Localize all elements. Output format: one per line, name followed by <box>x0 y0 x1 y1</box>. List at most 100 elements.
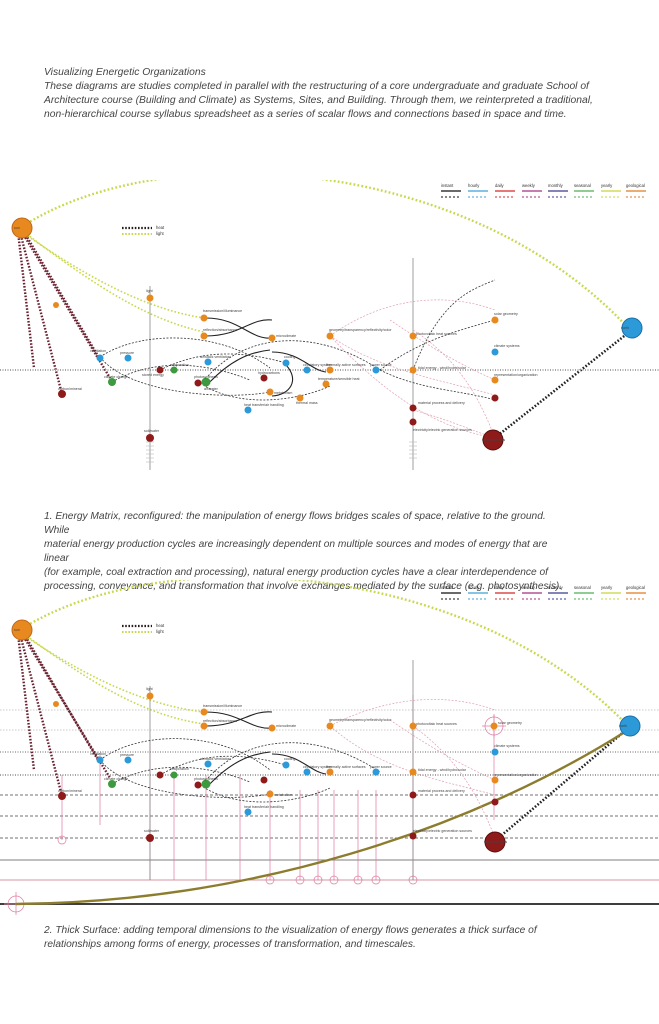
caption1-line-1: 1. Energy Matrix, reconfigured: the mani… <box>44 511 546 536</box>
node2-label-climate-systems: climate systems <box>494 744 520 748</box>
legend2-yearly: yearly <box>601 585 613 590</box>
node-label-reflection: reflection/absorbance <box>203 328 237 332</box>
time-layers <box>0 709 659 905</box>
reflection-node <box>200 332 208 340</box>
thermal-active-node <box>326 366 334 374</box>
caption-thick-surface: 2. Thick Surface: adding temporal dimens… <box>44 924 564 952</box>
node-label-light: light <box>146 289 153 293</box>
pink-connections-2 <box>329 699 496 839</box>
legend-light: light <box>156 231 165 236</box>
heat-transfer-node-2 <box>244 808 252 816</box>
stored-energy-node <box>156 366 164 374</box>
pink-crosshairs <box>4 714 506 915</box>
heat-rays <box>16 231 112 395</box>
elec-gen-node-2 <box>409 832 417 840</box>
circulatory-node-2 <box>303 768 311 776</box>
legend-instant: instant <box>441 183 454 188</box>
node-label-metabolism: metabolism <box>274 391 292 395</box>
light-ray-2 <box>23 633 205 725</box>
climate-systems-node-2 <box>491 748 499 756</box>
legend2-daily: daily <box>495 585 505 590</box>
node2-label-material-process: material process and delivery <box>418 789 465 793</box>
node2-label-microclimate: microclimate <box>276 724 296 728</box>
representation-node-2 <box>491 776 499 784</box>
node-label-thermal-active: thermally active surfaces <box>326 363 366 367</box>
climate-change-node <box>108 378 116 386</box>
connections <box>99 279 496 401</box>
intro-line-1: These diagrams are studies completed in … <box>44 81 589 92</box>
light-node <box>146 294 154 302</box>
node2-label-earth: earth <box>619 724 627 728</box>
photovoltaic-node <box>409 332 417 340</box>
thick-surface-curve <box>15 728 629 906</box>
legend2-seasonal: seasonal <box>574 585 591 590</box>
air-stack-node <box>204 358 212 366</box>
carbon-node-2 <box>58 792 66 800</box>
hydrocarbons-node-2 <box>260 776 268 784</box>
sun-node-2 <box>11 619 33 641</box>
node-label-geometry: geometry/transparency/reflectivity/color <box>329 328 392 332</box>
node-label-material-process: material process and delivery <box>418 401 465 405</box>
pink-connections <box>329 299 496 439</box>
node-label-solar-geometry: solar geometry <box>494 312 518 316</box>
node-label-microclimate: microclimate <box>276 334 296 338</box>
evaporation-node-2 <box>170 771 178 779</box>
caption1-line-4: processing, conveyance, and transformati… <box>44 581 563 592</box>
light-ray <box>21 231 205 319</box>
node-label-hydrocarbons: hydrocarbons <box>258 371 280 375</box>
node-label-evaporation: evaporation <box>170 363 189 367</box>
node2-label-circulatory: circulatory system <box>303 765 332 769</box>
node2-label-cooling: cooling <box>284 757 295 761</box>
node-label-circulatory: circulatory system <box>303 363 332 367</box>
legend2-heat: heat <box>156 623 165 628</box>
axis-ticks <box>146 441 417 463</box>
legend2-light: light <box>156 629 165 634</box>
intro-title: Visualizing Energetic Organizations <box>44 67 206 78</box>
blue-nodes: earth ventilation pressure air/stack ven… <box>90 317 643 414</box>
legend-daily: daily <box>495 183 505 188</box>
node2-label-light: light <box>146 687 153 691</box>
solar-geometry-node <box>491 316 499 324</box>
orange-nodes-2: sun transmission/illuminance reflection/… <box>11 619 538 798</box>
node-label-sun: sun <box>14 226 20 230</box>
node-label-temp-heat: temperature/sensible heat <box>318 377 360 381</box>
legend2-geological: geological <box>626 585 645 590</box>
transmission-node-2 <box>200 708 208 716</box>
sun-node <box>11 217 33 239</box>
small-darkred-node-2 <box>491 798 499 806</box>
geometry-node <box>326 332 334 340</box>
airwater-node <box>194 379 202 387</box>
flow-legend-2: heat light <box>122 623 165 634</box>
thick-surface-diagram: instant hourly daily weekly monthly seas… <box>0 580 659 915</box>
power-source-node-2 <box>372 768 380 776</box>
earth-node <box>621 317 643 339</box>
legend-monthly: monthly <box>548 183 564 188</box>
energy-matrix-diagram: instant hourly daily weekly monthly seas… <box>0 180 659 470</box>
legend-yearly: yearly <box>601 183 613 188</box>
evaporation-node <box>170 366 178 374</box>
intro-line-2: Architecture course (Building and Climat… <box>44 95 593 106</box>
tidal-node <box>409 366 417 374</box>
legend2-monthly: monthly <box>548 585 564 590</box>
soil-node-2 <box>146 834 154 842</box>
node2-label-climate-change: climate change <box>104 777 128 781</box>
heat-rays-2 <box>16 633 112 797</box>
node2-label-heat-transfer: heat transfer/air handling <box>244 805 284 809</box>
temp-heat-node <box>322 380 330 388</box>
node-label-elec-gen: electricity/electric generation sources <box>413 428 472 432</box>
legend-hourly: hourly <box>468 183 480 188</box>
solid-flows <box>205 317 327 397</box>
node2-label-solar-geometry: solar geometry <box>498 721 522 725</box>
microclimate-node-2 <box>268 724 276 732</box>
caption1-line-3: (for example, coal extraction and proces… <box>44 567 549 578</box>
node2-label-reflection: reflection/absorbance <box>203 719 237 723</box>
node-label-heat-transfer: heat transfer/air handling <box>244 403 284 407</box>
legend-heat: heat <box>156 225 165 230</box>
orange-nodes: sun transmission/illuminance reflection/… <box>11 217 538 405</box>
node2-label-photosynthesis: photosynthesis <box>194 777 218 781</box>
small-darkred-node <box>491 394 499 402</box>
tidal-node-2 <box>409 768 417 776</box>
node2-label-pressure: pressure <box>120 753 134 757</box>
heat-line-2 <box>495 729 627 841</box>
connections-2 <box>99 738 381 803</box>
